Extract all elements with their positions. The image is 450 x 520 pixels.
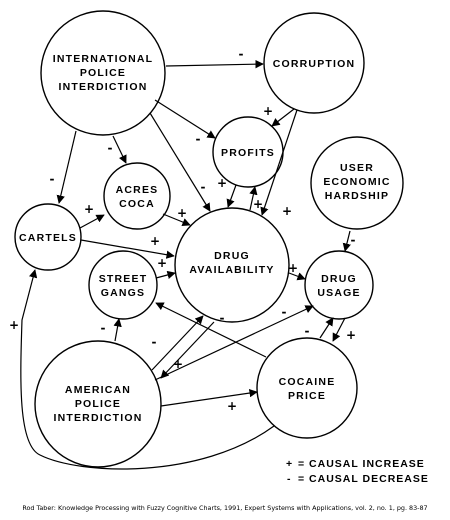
sign-hardship-usage: -	[351, 233, 356, 247]
node-user-hardship-line-2: ECONOMIC	[323, 176, 390, 188]
edge-intl-to-profits	[154, 99, 216, 139]
node-international-police-line-1: INTERNATIONAL	[53, 53, 154, 65]
node-user-hardship-line-3: HARDSHIP	[325, 190, 389, 202]
sign-availability-profits: +	[253, 197, 263, 211]
node-corruption-line-1: CORRUPTION	[273, 58, 356, 70]
edge-american-to-usage	[154, 305, 314, 381]
sign-intl-corruption: -	[239, 47, 244, 61]
node-drug-availability-line-1: DRUG	[214, 250, 250, 262]
node-drug-usage-line-2: USAGE	[317, 287, 360, 299]
edge-price-to-gangs	[155, 302, 267, 358]
node-corruption: CORRUPTION	[263, 12, 365, 114]
sign-intl-availability: -	[201, 180, 206, 194]
sign-intl-cartels: -	[50, 172, 55, 186]
sign-cartels-availability: +	[150, 234, 160, 248]
sign-corruption-profits: +	[263, 104, 273, 118]
edge-intl-to-corruption	[165, 59, 264, 69]
node-cocaine-price-line-2: PRICE	[288, 390, 326, 402]
sign-acres-availability: +	[177, 206, 187, 220]
edge-american-to-gangs	[113, 318, 122, 342]
edge-usage-to-price	[332, 317, 346, 342]
legend-increase-label: = CAUSAL INCREASE	[298, 458, 425, 470]
node-cocaine-price: COCAINE PRICE	[256, 337, 358, 439]
sign-intl-profits: -	[196, 132, 201, 146]
edge-corruption-to-availability	[260, 109, 298, 216]
sign-intl-acres: -	[108, 141, 113, 155]
edge-intl-to-cartels	[56, 130, 77, 204]
edge-price-to-cartels	[20, 269, 275, 470]
sign-corruption-availability: +	[282, 204, 292, 218]
node-profits-line-1: PROFITS	[221, 147, 275, 159]
edge-american-to-price	[160, 388, 258, 407]
sign-american-gangs: -	[101, 321, 106, 335]
node-user-hardship-line-1: USER	[340, 162, 374, 174]
sign-availability-usage: +	[288, 261, 298, 275]
edge-profits-to-availability	[226, 184, 237, 208]
sign-price-gangs: -	[220, 311, 225, 325]
node-drug-usage-line-1: DRUG	[321, 273, 357, 285]
edge-price-to-usage	[319, 317, 334, 339]
node-acres-coca: ACRES COCA	[103, 162, 171, 230]
sign-american-usage: -	[282, 305, 287, 319]
legend-decrease-label: = CAUSAL DECREASE	[298, 473, 429, 485]
sign-usage-price: +	[346, 328, 356, 342]
legend-increase-symbol: +	[286, 458, 293, 470]
edge-hardship-to-usage	[342, 230, 351, 252]
node-street-gangs: STREET GANGS	[88, 250, 158, 320]
edge-american-to-availability	[151, 315, 204, 371]
node-cartels: CARTELS	[14, 203, 82, 271]
node-international-police-line-2: POLICE	[80, 67, 126, 79]
node-drug-usage: DRUG USAGE	[304, 250, 374, 320]
node-international-police-line-3: INTERDICTION	[58, 81, 147, 93]
legend: + = CAUSAL INCREASE - = CAUSAL DECREASE	[286, 458, 429, 485]
sign-profits-availability: +	[217, 176, 227, 190]
edge-acres-to-availability	[162, 213, 191, 227]
node-acres-coca-line-2: COCA	[119, 198, 155, 210]
edge-intl-to-availability	[149, 112, 211, 212]
edge-intl-to-acres	[112, 135, 127, 164]
sign-price-usage: -	[305, 324, 310, 338]
sign-american-price: +	[227, 399, 237, 413]
node-american-police-line-2: POLICE	[75, 398, 121, 410]
node-american-police-line-3: INTERDICTION	[53, 412, 142, 424]
sign-cartels-acres: +	[84, 202, 94, 216]
node-international-police: INTERNATIONAL POLICE INTERDICTION	[40, 10, 166, 136]
node-american-police-line-1: AMERICAN	[65, 384, 131, 396]
node-cocaine-price-line-1: COCAINE	[279, 376, 336, 388]
node-cartels-line-1: CARTELS	[19, 232, 77, 244]
edge-gangs-to-availability	[155, 270, 176, 279]
edge-cartels-to-acres	[79, 214, 105, 229]
sign-gangs-availability: +	[157, 256, 167, 270]
edge-availability-to-usage	[288, 272, 306, 281]
sign-price-cartels: +	[9, 318, 19, 332]
citation: Rod Taber: Knowledge Processing with Fuz…	[22, 504, 427, 512]
node-american-police: AMERICAN POLICE INTERDICTION	[34, 340, 162, 468]
legend-decrease-symbol: -	[287, 473, 292, 485]
sign-american-availability: -	[152, 335, 157, 349]
edge-cartels-to-availability	[80, 239, 175, 259]
node-drug-availability: DRUG AVAILABILITY	[174, 207, 290, 323]
edge-availability-to-american	[160, 321, 215, 379]
edge-signs: - - - - - + + + + + + + + + - - - + + - …	[9, 47, 356, 413]
sign-availability-american: +	[173, 357, 183, 371]
edge-availability-to-profits	[249, 186, 258, 211]
node-profits: PROFITS	[212, 116, 284, 188]
node-street-gangs-line-2: GANGS	[101, 287, 146, 299]
node-street-gangs-line-1: STREET	[99, 273, 148, 285]
edge-corruption-to-profits	[271, 108, 295, 127]
node-acres-coca-line-1: ACRES	[116, 184, 159, 196]
node-user-hardship: USER ECONOMIC HARDSHIP	[310, 136, 404, 230]
node-drug-availability-line-2: AVAILABILITY	[189, 264, 274, 276]
